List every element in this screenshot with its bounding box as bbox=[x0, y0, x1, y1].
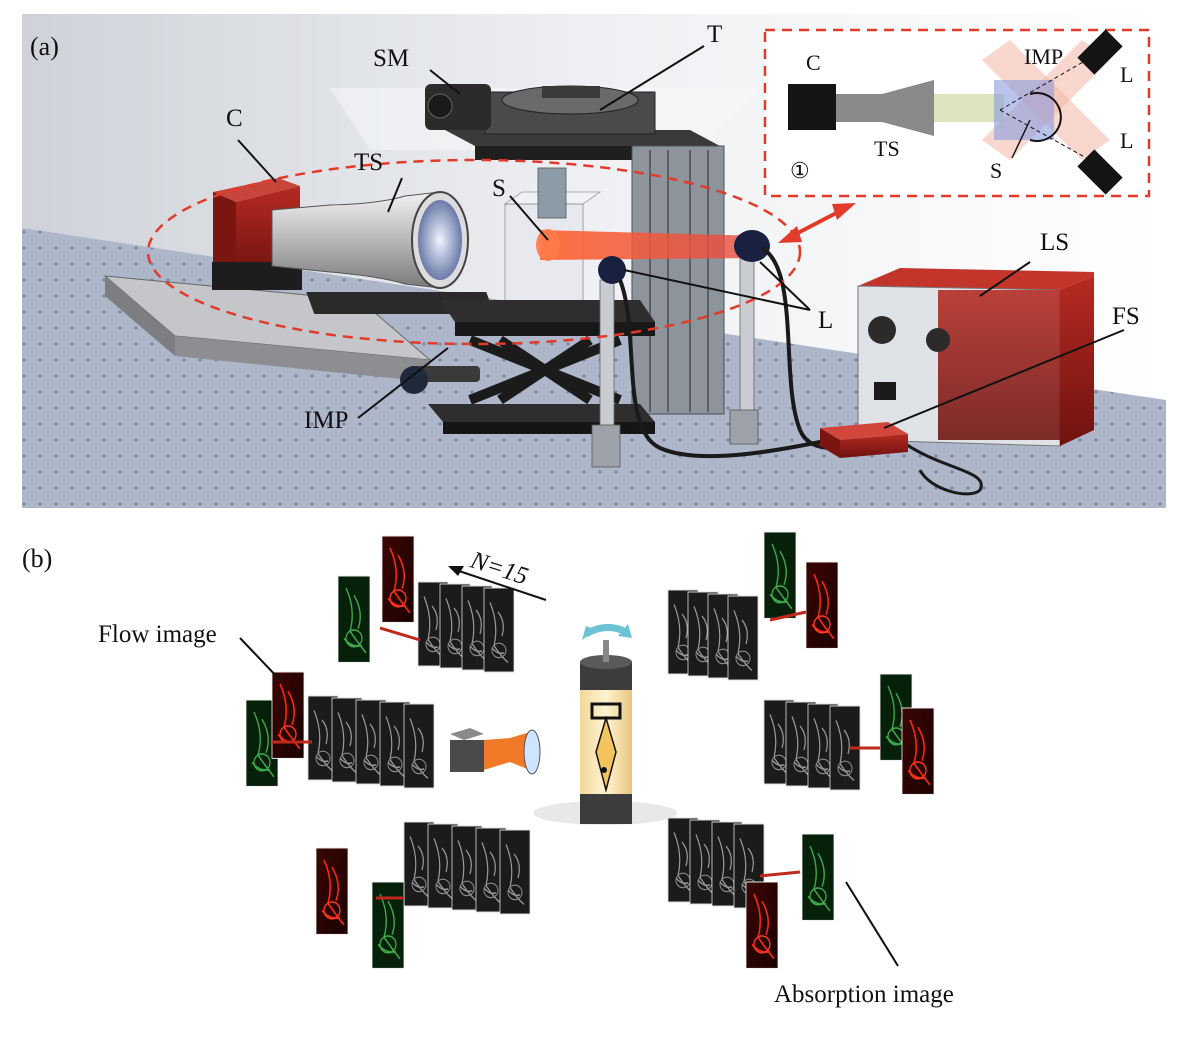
label-turntable: T bbox=[707, 21, 723, 48]
label-light-source: LS bbox=[1040, 229, 1070, 256]
flow-frame bbox=[805, 561, 839, 650]
label-sample: S bbox=[492, 175, 506, 202]
panel-a-leaders bbox=[237, 45, 1125, 429]
inset-label-camera: C bbox=[806, 50, 821, 75]
stack-bot-left bbox=[315, 821, 531, 970]
label-fiber: FS bbox=[1112, 303, 1140, 330]
raw-frame bbox=[403, 703, 435, 789]
fiber-lower bbox=[618, 279, 831, 459]
flow-frame bbox=[745, 881, 779, 970]
fiber-splitter-box bbox=[820, 422, 908, 458]
stack-mid-right bbox=[763, 673, 935, 796]
inset-label-lens-top: L bbox=[1120, 62, 1134, 87]
label-lens: L bbox=[818, 307, 834, 334]
light-source-box bbox=[857, 268, 1094, 447]
rotating-sample-cylinder bbox=[533, 640, 677, 825]
transfer-arrow bbox=[759, 870, 801, 878]
inset-schematic bbox=[763, 28, 1151, 198]
label-stepper: SM bbox=[373, 45, 410, 72]
raw-frame bbox=[727, 595, 759, 681]
flow-frame bbox=[381, 535, 415, 624]
rotation-arrow-icon bbox=[582, 624, 632, 640]
flow-leader bbox=[239, 637, 281, 681]
inset-label-imp: IMP bbox=[1024, 44, 1064, 69]
label-imp: IMP bbox=[304, 407, 349, 434]
panel-a-scene bbox=[22, 14, 1166, 508]
camera-icon bbox=[450, 728, 541, 775]
inset-label-telecentric: TS bbox=[874, 136, 900, 161]
absorption-frame bbox=[371, 881, 405, 970]
light-sheet bbox=[540, 230, 764, 260]
transfer-arrow bbox=[379, 626, 421, 642]
raw-frame bbox=[483, 587, 515, 673]
absorption-frame bbox=[763, 531, 797, 620]
panel-b-label: (b) bbox=[22, 544, 53, 573]
telecentric-lens bbox=[271, 191, 469, 289]
stack-top-right bbox=[667, 531, 839, 681]
panel-b-scene bbox=[239, 531, 935, 970]
stack-top-left bbox=[337, 535, 515, 673]
inset-index: ① bbox=[790, 158, 810, 183]
flow-frame bbox=[901, 707, 935, 796]
stack-bot-right bbox=[667, 817, 835, 970]
transfer-arrow bbox=[769, 610, 807, 622]
n-arrow bbox=[448, 566, 547, 601]
label-telecentric: TS bbox=[354, 149, 384, 176]
label-flow-image: Flow image bbox=[98, 621, 217, 648]
stack-mid-left bbox=[245, 671, 435, 789]
panel-a-label: (a) bbox=[30, 32, 59, 61]
inset-label-lens-bottom: L bbox=[1120, 128, 1134, 153]
label-absorption-image: Absorption image bbox=[774, 981, 954, 1008]
label-camera: C bbox=[226, 105, 243, 132]
turntable-platform bbox=[425, 84, 720, 160]
flow-frame bbox=[271, 671, 305, 760]
absorption-frame bbox=[337, 575, 371, 664]
absorption-frame bbox=[801, 833, 835, 922]
flow-frame bbox=[315, 847, 349, 936]
absorption-leader bbox=[845, 881, 899, 967]
raw-frame bbox=[499, 829, 531, 915]
inset-label-sample: S bbox=[990, 158, 1003, 183]
aluminum-frame bbox=[631, 145, 725, 415]
highlight-ellipse bbox=[146, 158, 802, 346]
zoom-double-arrow bbox=[778, 203, 856, 243]
